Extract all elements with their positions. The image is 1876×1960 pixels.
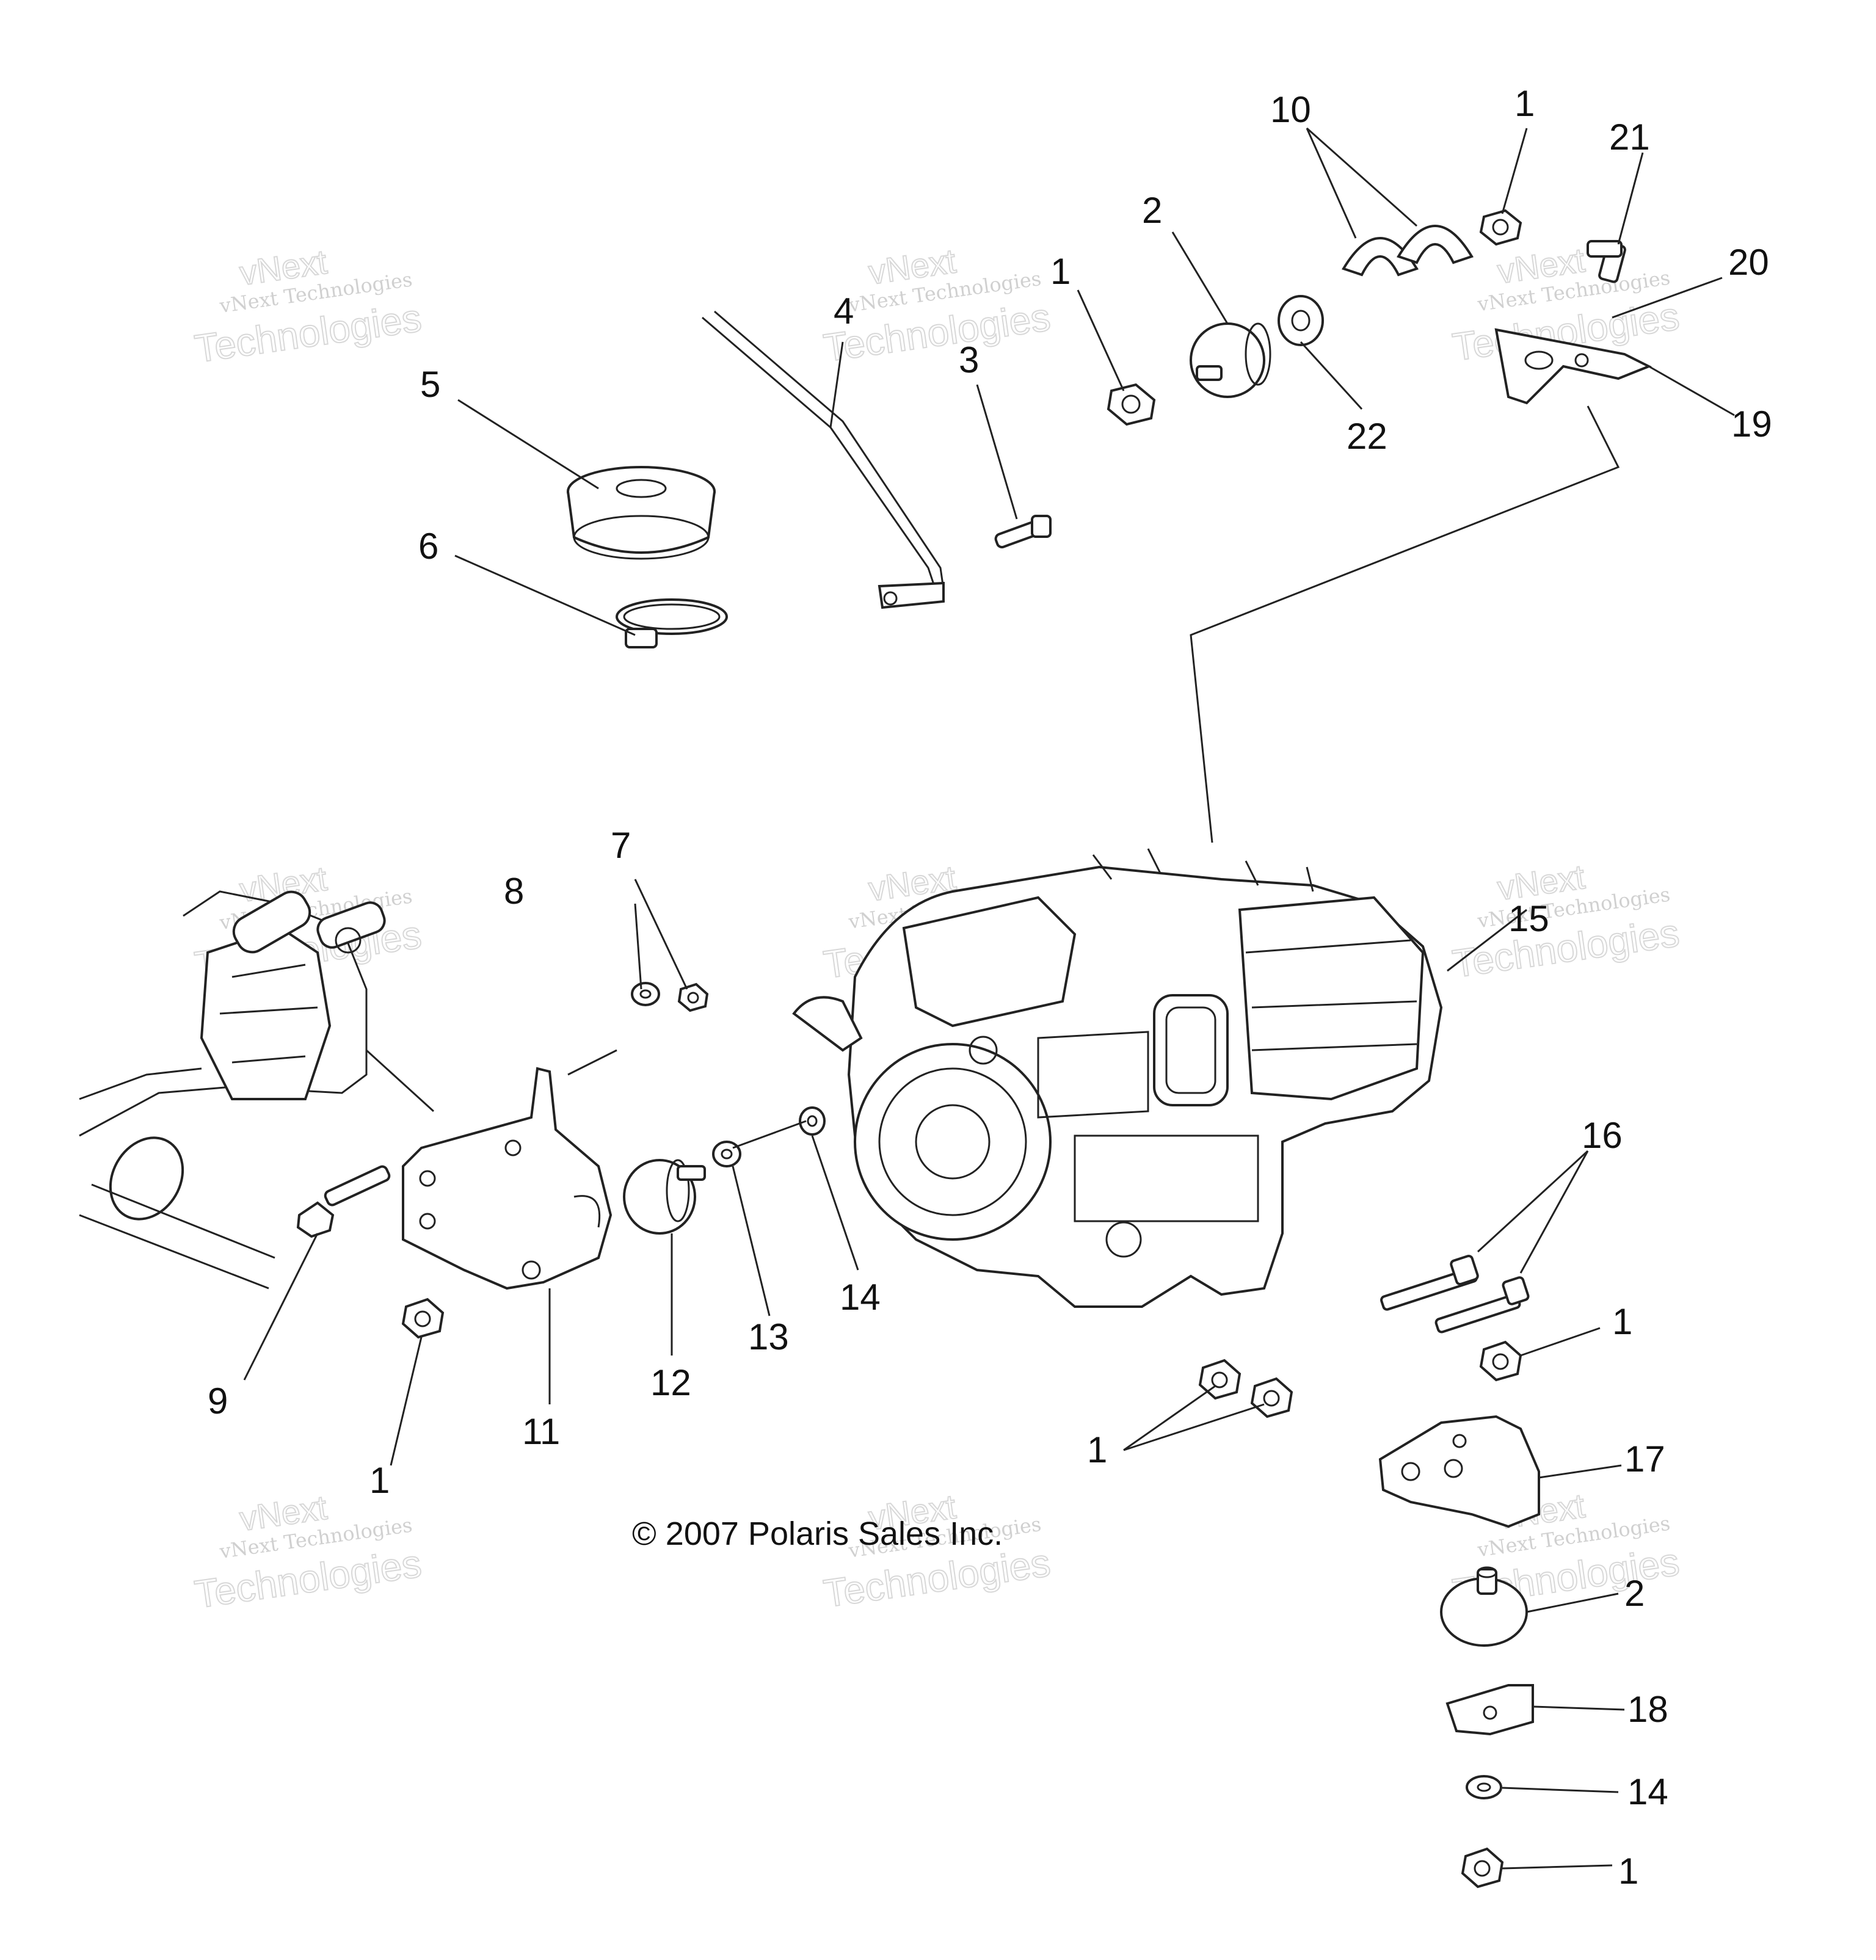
part-nut-bottom-left	[401, 1298, 445, 1339]
part-nuts-bottom	[1198, 1359, 1293, 1418]
part-boot	[567, 466, 716, 560]
callouts: 1 21 10 20 2 1 4 3 22 19 5 6 7 8 15 16 1…	[208, 83, 1772, 1892]
part-frame	[79, 890, 435, 1290]
part-washer-14a	[799, 1106, 826, 1136]
parts	[79, 209, 1652, 1889]
part-shims	[1342, 225, 1474, 277]
copyright-text: © 2007 Polaris Sales Inc.	[632, 1515, 1003, 1552]
part-clamp	[616, 598, 728, 648]
engine-link-line	[1190, 405, 1620, 843]
part-washer-13	[712, 1141, 741, 1167]
callout-9: 9	[208, 1381, 228, 1421]
callout-20: 20	[1728, 242, 1769, 283]
callout-16: 16	[1582, 1115, 1623, 1156]
callout-14-mid: 14	[840, 1277, 881, 1318]
callout-13: 13	[748, 1316, 789, 1357]
callout-1-right: 1	[1612, 1301, 1632, 1342]
part-bracket-11	[402, 1067, 613, 1290]
part-mount-top	[1190, 322, 1271, 398]
callout-10: 10	[1270, 89, 1311, 130]
part-engine	[792, 848, 1443, 1308]
part-washer-14b	[1466, 1775, 1502, 1799]
callout-2-top: 2	[1142, 190, 1162, 231]
callout-1-bottom-left: 1	[369, 1460, 390, 1501]
callout-22: 22	[1347, 416, 1387, 457]
callout-12: 12	[650, 1362, 691, 1403]
callout-7: 7	[611, 825, 631, 866]
part-bolt-small	[994, 515, 1052, 549]
part-bracket-17	[1378, 1415, 1540, 1528]
part-nut-top-right	[1479, 209, 1522, 246]
part-bolt-21	[1587, 240, 1626, 283]
part-mount-12	[623, 1159, 706, 1235]
part-nut-top	[1107, 383, 1156, 426]
callout-18: 18	[1627, 1689, 1668, 1730]
watermark-mid-right: vNext vNext Technologies Technologies	[1449, 857, 1682, 987]
callout-1-bottom-mid: 1	[1087, 1429, 1107, 1470]
part-bolts-16	[1380, 1254, 1530, 1334]
part-nut-right	[1479, 1340, 1522, 1382]
watermark-top-left: vNext vNext Technologies Technologies	[191, 242, 424, 372]
callout-2-bottom: 2	[1624, 1573, 1645, 1614]
part-bracket-19	[1494, 328, 1652, 405]
leader-lines	[243, 127, 1735, 1870]
callout-5: 5	[420, 364, 440, 405]
part-plate-18	[1445, 1684, 1534, 1736]
callout-1-top-right: 1	[1514, 83, 1535, 124]
callout-15: 15	[1508, 898, 1549, 939]
part-nut-7	[677, 982, 709, 1012]
callout-19: 19	[1731, 404, 1772, 445]
part-nut-bottom-right	[1461, 1847, 1504, 1889]
part-bolt-9	[296, 1165, 391, 1238]
callout-3: 3	[959, 339, 979, 380]
callout-17: 17	[1624, 1439, 1665, 1479]
callout-8: 8	[504, 871, 524, 912]
callout-1-top: 1	[1050, 251, 1071, 292]
part-washer-22	[1278, 295, 1324, 346]
callout-11: 11	[522, 1411, 560, 1452]
callout-6: 6	[418, 526, 438, 567]
part-rod	[702, 310, 945, 609]
callout-21: 21	[1609, 117, 1650, 158]
callout-1-bottom-right: 1	[1618, 1851, 1638, 1892]
part-washer-8	[631, 982, 660, 1006]
callout-4: 4	[834, 291, 854, 332]
callout-14-bottom: 14	[1627, 1771, 1668, 1812]
